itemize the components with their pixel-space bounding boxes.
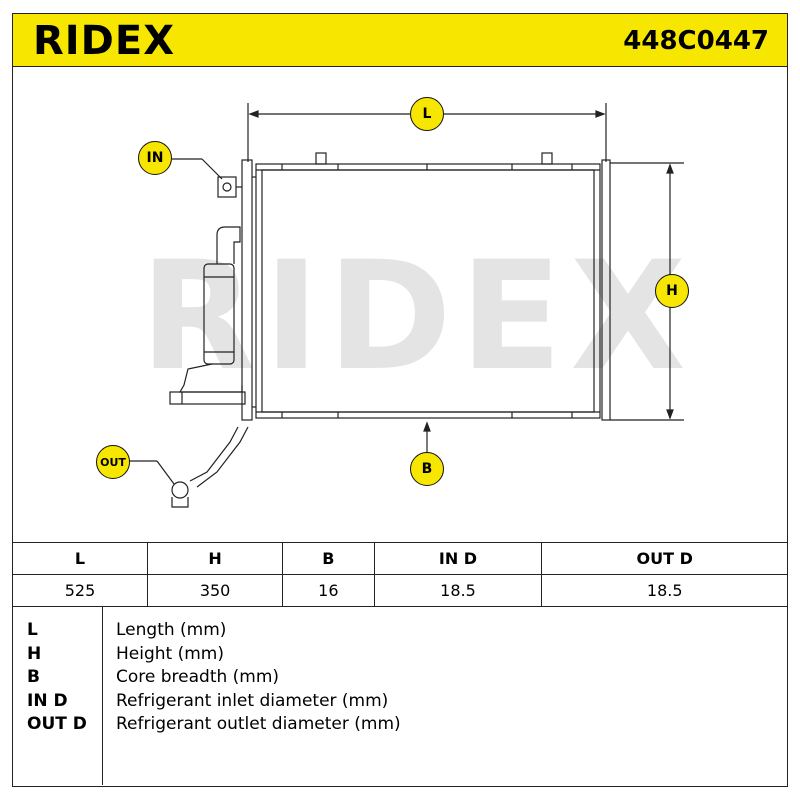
core-outline	[255, 163, 601, 419]
badge-length: L	[410, 97, 444, 131]
badge-height: H	[655, 274, 689, 308]
value-h: 350	[147, 574, 284, 607]
value-in-d: 18.5	[373, 574, 543, 607]
header-bar: RIDEX 448C0447	[12, 13, 788, 67]
h-arrow-top	[666, 163, 674, 174]
legend-divider	[102, 607, 103, 785]
part-number: 448C0447	[623, 26, 769, 56]
table-header-row: L H B IN D OUT D	[11, 542, 788, 575]
table-value-row: 525 350 16 18.5 18.5	[11, 574, 788, 607]
dryer-pipe-bottom	[178, 363, 243, 393]
value-l: 525	[11, 574, 149, 607]
legend-key: IN D	[27, 690, 68, 711]
badge-outlet: OUT	[96, 445, 130, 479]
b-arrow	[423, 421, 431, 432]
watermark-logo: RIDEX	[140, 230, 694, 404]
legend-key: B	[27, 667, 40, 687]
legend-keys: L H B IN D OUT D	[27, 619, 87, 737]
core-inner	[261, 169, 595, 413]
outlet-pipe	[196, 426, 249, 488]
legend-desc: Height (mm)	[116, 643, 224, 664]
legend-desc: Core breadth (mm)	[116, 667, 280, 687]
outlet-fitting	[171, 481, 189, 499]
legend-key: H	[27, 643, 42, 664]
dryer-pipe-top	[216, 226, 241, 264]
header-out-d: OUT D	[541, 542, 788, 575]
header-b: B	[282, 542, 375, 575]
receiver-dryer	[203, 263, 235, 365]
legend-desc: Refrigerant outlet diameter (mm)	[116, 714, 401, 734]
legend-desc: Length (mm)	[116, 620, 227, 640]
legend-key: L	[27, 620, 38, 640]
value-b: 16	[282, 574, 375, 607]
dimensions-table: L H B IN D OUT D 525 350 16 18.5 18.5	[11, 542, 788, 607]
value-out-d: 18.5	[541, 574, 788, 607]
inlet-fitting	[217, 176, 237, 198]
legend-box: L H B IN D OUT D Length (mm) Height (mm)…	[12, 607, 788, 787]
header-l: L	[11, 542, 149, 575]
header-in-d: IN D	[373, 542, 543, 575]
brand-logo: RIDEX	[33, 18, 176, 64]
header-h: H	[147, 542, 284, 575]
l-arrow-right	[595, 110, 606, 118]
badge-breadth: B	[410, 452, 444, 486]
technical-diagram: RIDEX	[12, 67, 788, 542]
h-arrow-bottom	[666, 409, 674, 420]
badge-inlet: IN	[138, 141, 172, 175]
bottom-mount	[169, 391, 246, 405]
l-arrow-left	[248, 110, 259, 118]
left-tank	[241, 159, 253, 421]
top-bracket-right	[541, 152, 553, 165]
legend-descriptions: Length (mm) Height (mm) Core breadth (mm…	[116, 619, 401, 737]
right-tank	[601, 159, 611, 421]
legend-desc: Refrigerant inlet diameter (mm)	[116, 690, 389, 711]
top-bracket-left	[315, 152, 327, 165]
legend-key: OUT D	[27, 714, 87, 734]
